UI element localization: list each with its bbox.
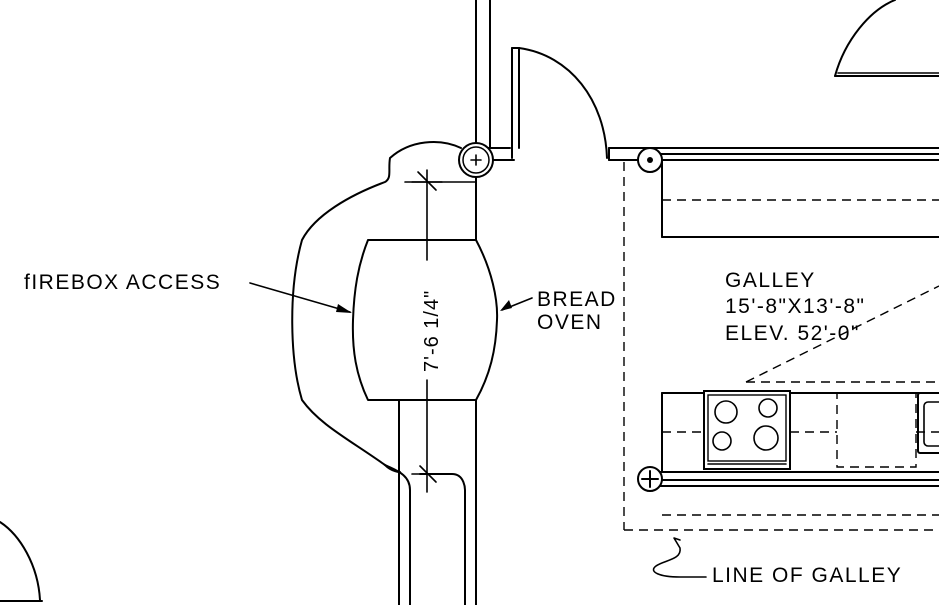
firebox-leader	[249, 282, 352, 313]
vertical-wall	[475, 0, 515, 161]
hood-outline	[745, 285, 939, 383]
dishwasher-outline	[836, 392, 917, 468]
galley-elevation: ELEV. 52'-0"	[725, 322, 860, 345]
oven-flue	[384, 177, 477, 605]
top-right-arc	[834, 0, 939, 77]
sink-icon	[917, 392, 939, 454]
door-swing-icon	[511, 47, 608, 159]
stove-icon	[703, 390, 791, 470]
bottom-left-arc	[0, 521, 43, 602]
column-marker-icon	[637, 147, 663, 173]
galley-size: 15'-8"X13'-8"	[725, 295, 866, 318]
bread-oven-leader	[500, 297, 533, 311]
bread-label: BREAD	[537, 288, 617, 311]
oven-dimension-line	[411, 169, 443, 493]
lower-counter	[649, 392, 939, 487]
column-marker-icon	[637, 466, 663, 492]
bread-oven-dome	[291, 141, 477, 473]
galley-boundary	[623, 162, 939, 531]
oven-dimension-label: 7'-6 1/4"	[421, 290, 443, 372]
firebox-access-label: fIREBOX ACCESS	[24, 271, 221, 294]
column-marker-icon	[458, 142, 494, 178]
upper-cabinet	[661, 159, 939, 238]
galley-line-leader	[652, 537, 707, 578]
line-of-galley-label: LINE OF GALLEY	[712, 564, 902, 587]
oven-label: OVEN	[537, 311, 603, 334]
galley-title: GALLEY	[725, 269, 816, 292]
galley-top-wall	[608, 147, 939, 161]
